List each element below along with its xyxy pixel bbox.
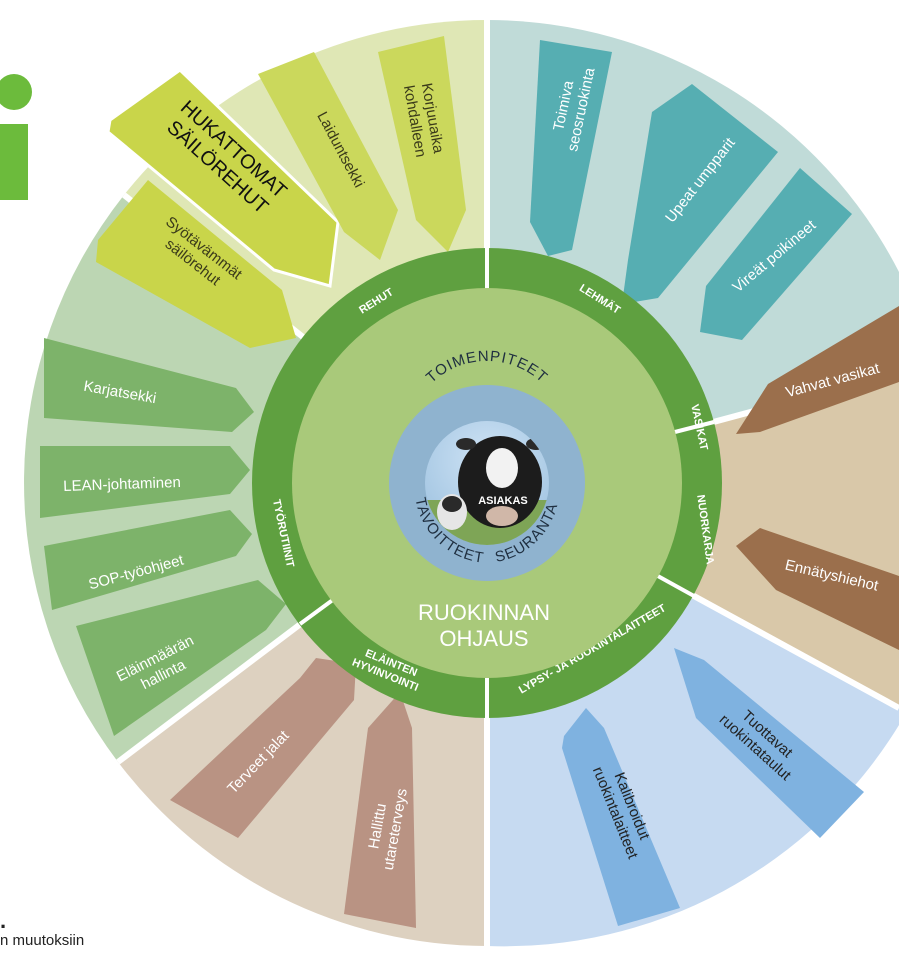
arrow-lean bbox=[40, 446, 250, 518]
cow-photo bbox=[425, 421, 549, 545]
arrow-ennatys bbox=[736, 528, 899, 650]
arrow-umpparit bbox=[622, 84, 778, 304]
arrow-jalat bbox=[170, 658, 356, 838]
lean-label: LEAN-johtaminen bbox=[63, 474, 181, 495]
ring-dividers bbox=[298, 248, 715, 718]
main-title-line1: RUOKINNAN bbox=[418, 600, 550, 625]
arrow-karjatsekki bbox=[44, 338, 254, 432]
arrow-tuottavat bbox=[674, 648, 864, 838]
arrow-hallittu bbox=[344, 692, 416, 928]
arrow-laiduntsekki bbox=[258, 52, 398, 260]
main-title-line2: OHJAUS bbox=[439, 626, 528, 651]
arrow-kalibroidut bbox=[562, 708, 680, 926]
logo-fragment bbox=[0, 74, 32, 200]
arrow-poikineet bbox=[700, 168, 852, 340]
footer-dot: . bbox=[0, 908, 7, 933]
arrow-elainmaara bbox=[76, 580, 286, 736]
arrow-sop bbox=[44, 510, 252, 610]
arrow-korjuuaika bbox=[378, 36, 466, 252]
arrow-vasikat bbox=[736, 306, 899, 434]
arrow-toimiva bbox=[530, 40, 612, 256]
footer-line: n muutoksiin bbox=[0, 932, 85, 949]
arrow-hukattomat bbox=[106, 68, 340, 288]
hub-core-label: ASIAKAS bbox=[478, 495, 528, 507]
arrow-syotavammat bbox=[96, 180, 296, 348]
